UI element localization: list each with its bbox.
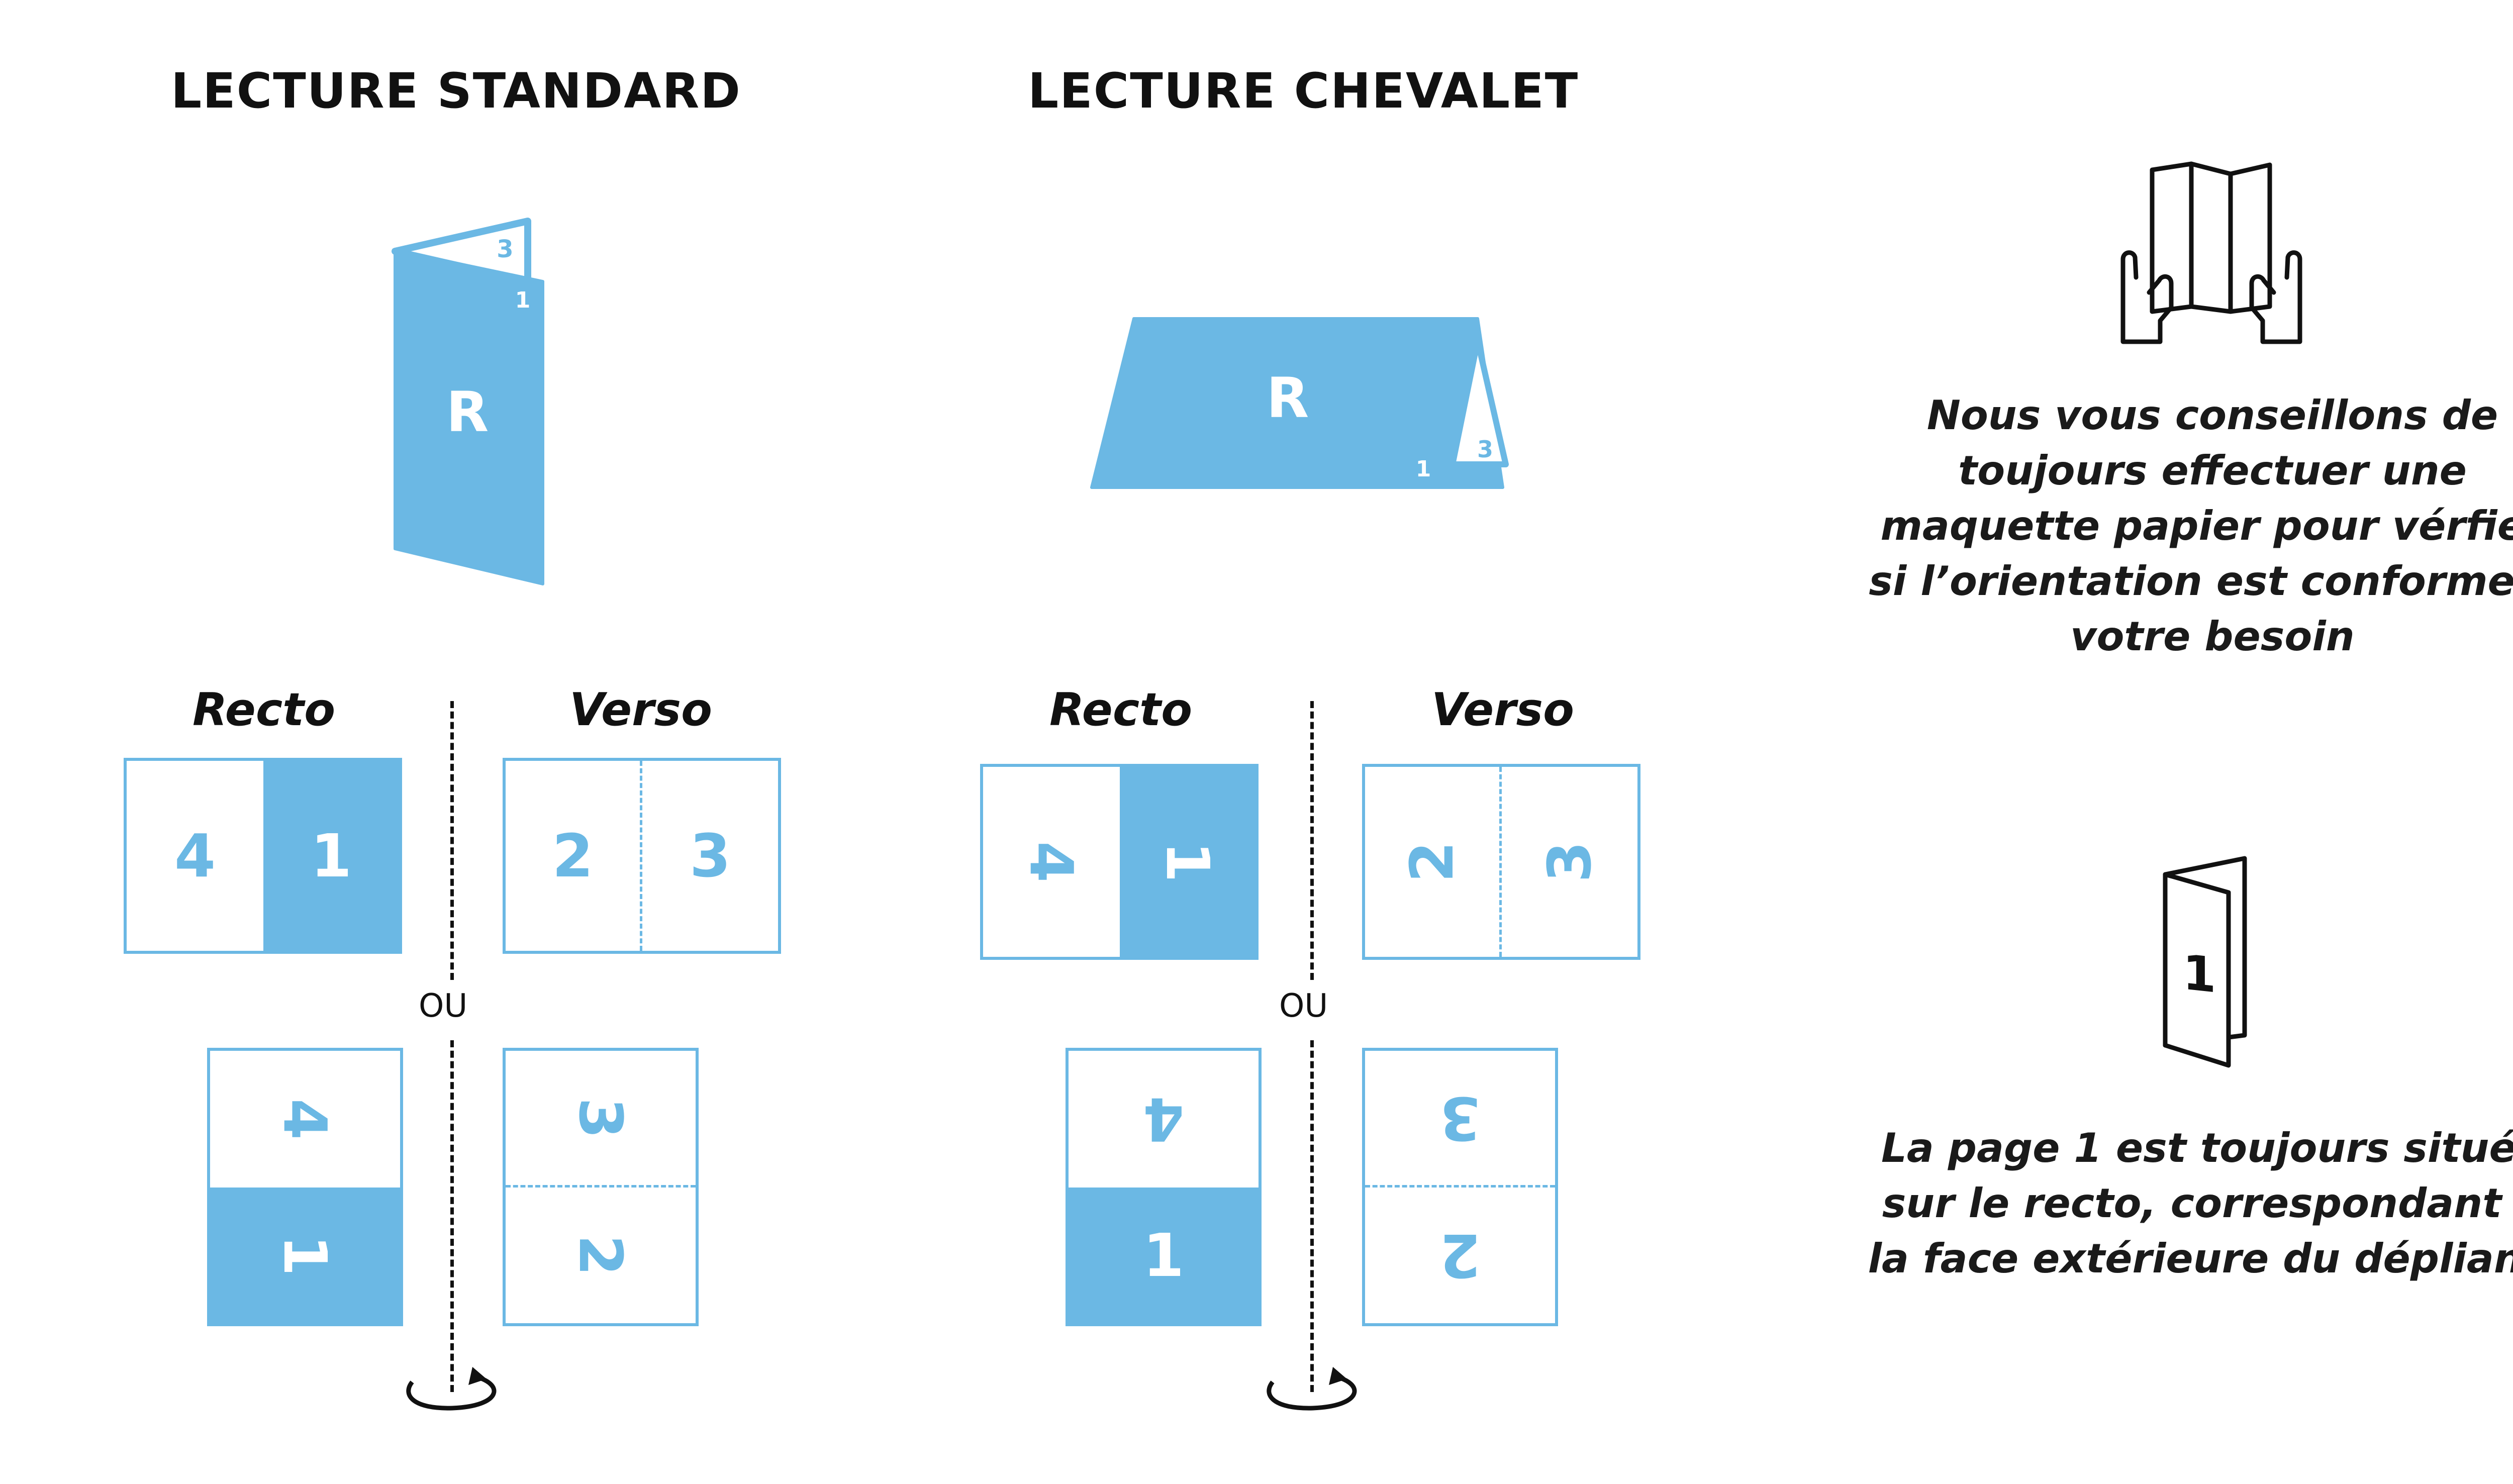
page-4-number: 4 bbox=[270, 1098, 340, 1140]
page-2-panel: 2 bbox=[506, 1188, 696, 1323]
page-4-panel: 4 bbox=[210, 1051, 400, 1188]
page-4-panel: 4 bbox=[174, 821, 216, 891]
page-1-number: 1 bbox=[270, 1234, 340, 1276]
page-4-panel: 4 bbox=[983, 767, 1120, 957]
fold-page-3-label: 3 bbox=[497, 235, 513, 263]
recto-letter: R bbox=[1267, 366, 1309, 430]
chevalet-tent-card-illustration: 3 1 R bbox=[1090, 317, 1509, 489]
page-1-number: 1 bbox=[1152, 841, 1222, 883]
chevalet-recto-panel: 4 1 bbox=[980, 764, 1259, 960]
standard-ou-label: OU bbox=[419, 987, 468, 1025]
advice-note: Nous vous conseillons de toujours effect… bbox=[1869, 392, 2513, 660]
page-4-panel: 4 bbox=[1069, 1051, 1259, 1188]
page-1-number: 1 bbox=[2183, 944, 2216, 1004]
page-1-panel: 1 bbox=[263, 761, 399, 951]
standard-title: LECTURE STANDARD bbox=[171, 63, 741, 119]
page1-note: La page 1 est toujours située sur le rec… bbox=[1868, 1125, 2513, 1282]
chevalet-verso-label: Verso bbox=[1431, 683, 1574, 736]
standard-recto-panel-rotated: 4 1 bbox=[207, 1048, 403, 1326]
chevalet-recto-panel-stacked: 4 1 bbox=[1066, 1048, 1262, 1326]
page-2-number: 2 bbox=[1397, 841, 1467, 883]
recto-letter: R bbox=[446, 380, 489, 444]
page-4-number: 4 bbox=[1016, 841, 1086, 883]
page-1-panel: 1 bbox=[1120, 767, 1255, 957]
page-1-panel: 1 bbox=[1069, 1188, 1259, 1323]
standard-rotation-axis bbox=[450, 701, 454, 980]
rotate-arrow-icon bbox=[406, 1367, 497, 1411]
folded-leaflet-page1-icon: 1 bbox=[2163, 856, 2247, 1068]
page-3-panel: 3 bbox=[506, 1051, 696, 1188]
page-2-panel: 2 bbox=[1365, 1188, 1555, 1323]
page-3-number: 3 bbox=[565, 1097, 635, 1139]
chevalet-verso-panel: 2 3 bbox=[1362, 764, 1640, 960]
chevalet-verso-panel-stacked: 3 2 bbox=[1362, 1048, 1558, 1326]
chevalet-recto-label: Recto bbox=[1049, 683, 1193, 736]
page-2-panel: 2 bbox=[506, 761, 642, 951]
chevalet-rotation-axis bbox=[1310, 701, 1314, 980]
standard-recto-label: Recto bbox=[192, 683, 336, 736]
page-3-panel: 3 bbox=[1365, 1051, 1555, 1188]
chevalet-title: LECTURE CHEVALET bbox=[1028, 63, 1579, 119]
page-2-number: 2 bbox=[1439, 1221, 1481, 1290]
page-4-number: 4 bbox=[1142, 1084, 1185, 1154]
rotate-arrow-icon bbox=[1267, 1367, 1357, 1411]
standard-rotation-axis-lower bbox=[450, 1040, 454, 1392]
standard-verso-panel-rotated: 3 2 bbox=[503, 1048, 699, 1326]
page-2-number: 2 bbox=[565, 1234, 635, 1276]
fold-page-1-label: 1 bbox=[515, 287, 531, 313]
standard-recto-panel: 4 1 bbox=[124, 758, 402, 954]
hands-holding-leaflet-icon bbox=[2120, 161, 2302, 344]
chevalet-rotation-axis-lower bbox=[1310, 1040, 1314, 1392]
page-1-panel: 1 bbox=[210, 1188, 400, 1323]
fold-page-1-label: 1 bbox=[1416, 456, 1431, 482]
standard-verso-label: Verso bbox=[569, 683, 712, 736]
standard-folded-leaflet-illustration: 3 1 R bbox=[392, 218, 544, 585]
page-3-panel: 3 bbox=[1502, 767, 1637, 957]
standard-verso-panel: 2 3 bbox=[503, 758, 781, 954]
fold-page-3-label: 3 bbox=[1477, 436, 1493, 463]
page-3-panel: 3 bbox=[689, 821, 731, 891]
chevalet-ou-label: OU bbox=[1279, 987, 1328, 1025]
page-3-number: 3 bbox=[1439, 1083, 1481, 1153]
page-2-panel: 2 bbox=[1365, 767, 1502, 957]
page-3-number: 3 bbox=[1534, 841, 1604, 883]
